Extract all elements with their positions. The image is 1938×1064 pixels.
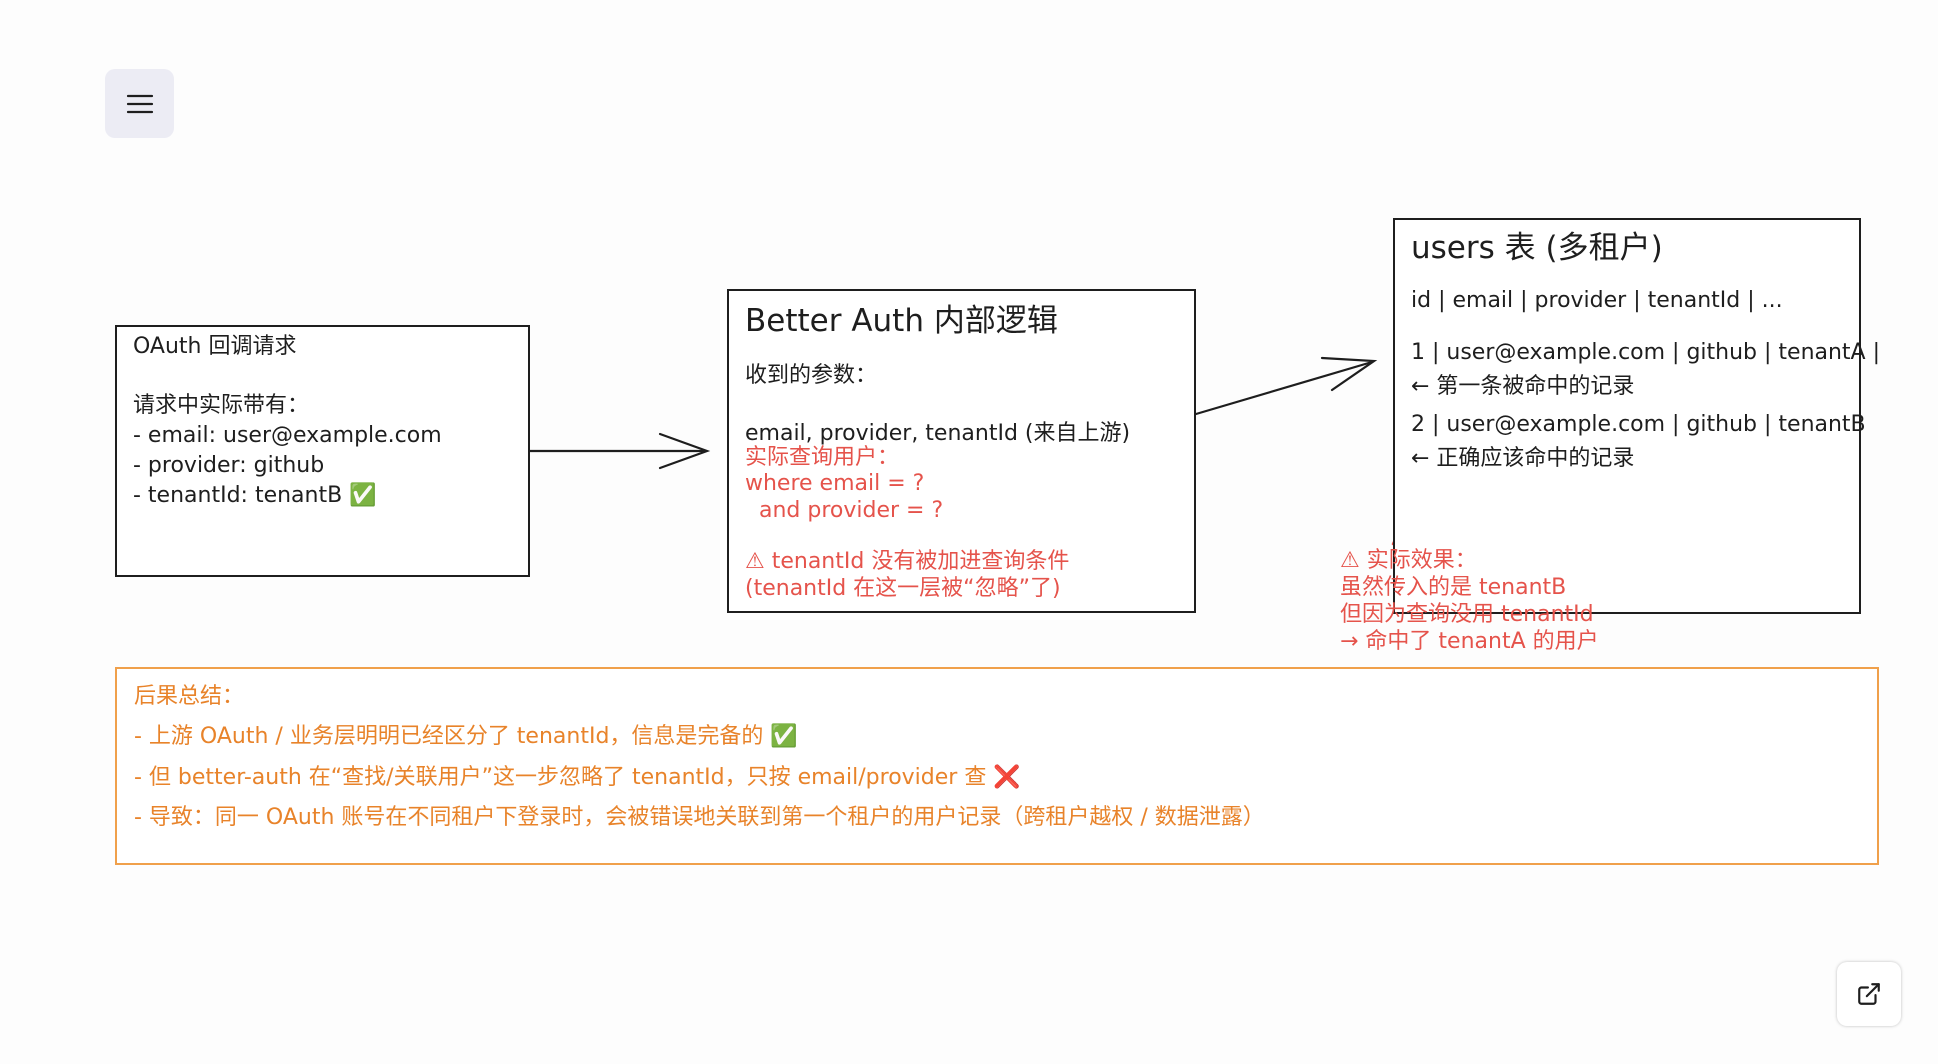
menu-button[interactable]	[105, 69, 174, 138]
effect-note: ⚠ 实际效果： 虽然传入的是 tenantB 但因为查询没用 tenantId …	[1340, 547, 1599, 655]
oauth-box-subtitle: 请求中实际带有：	[133, 393, 310, 418]
oauth-item-tenant: - tenantId: tenantB ✅	[133, 483, 377, 508]
better-auth-title: Better Auth 内部逻辑	[745, 303, 1058, 339]
users-row-1: 1 | user@example.com | github | tenantA …	[1411, 340, 1881, 365]
effect-note-line-4: → 命中了 tenantA 的用户	[1340, 629, 1599, 654]
oauth-item-email: - email: user@example.com	[133, 423, 442, 448]
oauth-item-provider: - provider: github	[133, 453, 325, 478]
better-auth-box: Better Auth 内部逻辑 收到的参数： email, provider,…	[727, 289, 1196, 613]
arrow-oauth-to-betterauth	[528, 432, 711, 470]
query-line-2: and provider = ?	[745, 498, 944, 523]
users-row-2: 2 | user@example.com | github | tenantB	[1411, 412, 1866, 437]
users-table-title: users 表 (多租户)	[1411, 230, 1663, 266]
users-table-box: users 表 (多租户) id | email | provider | te…	[1393, 218, 1880, 614]
users-row-1-note: ← 第一条被命中的记录	[1411, 374, 1635, 399]
summary-line-2: - 但 better-auth 在“查找/关联用户”这一步忽略了 tenantI…	[134, 765, 1021, 790]
arrow-betterauth-to-users	[1194, 356, 1378, 416]
summary-title: 后果总结：	[134, 684, 245, 709]
oauth-box-title: OAuth 回调请求	[133, 334, 297, 359]
summary-line-3: - 导致：同一 OAuth 账号在不同租户下登录时，会被错误地关联到第一个租户的…	[134, 805, 1265, 830]
effect-note-line-3: 但因为查询没用 tenantId	[1340, 602, 1594, 627]
warning-line-2: (tenantId 在这一层被“忽略”了)	[745, 576, 1061, 601]
effect-note-line-1: ⚠ 实际效果：	[1340, 548, 1477, 573]
open-external-button[interactable]	[1837, 962, 1901, 1026]
warning-line-1: ⚠ tenantId 没有被加进查询条件	[745, 549, 1070, 574]
effect-note-line-2: 虽然传入的是 tenantB	[1340, 575, 1567, 600]
received-params: email, provider, tenantId (来自上游)	[745, 421, 1131, 446]
summary-line-1: - 上游 OAuth / 业务层明明已经区分了 tenantId，信息是完备的 …	[134, 724, 798, 749]
oauth-callback-box: OAuth 回调请求 请求中实际带有： - email: user@exampl…	[115, 325, 530, 577]
query-line-1: where email = ?	[745, 471, 925, 496]
received-label: 收到的参数：	[745, 363, 878, 388]
hamburger-menu-icon	[126, 94, 153, 113]
summary-box: 后果总结： - 上游 OAuth / 业务层明明已经区分了 tenantId，信…	[115, 667, 1879, 865]
query-label: 实际查询用户：	[745, 445, 900, 470]
users-row-2-note: ← 正确应该命中的记录	[1411, 446, 1635, 471]
external-link-icon	[1858, 983, 1880, 1005]
users-table-header: id | email | provider | tenantId | ...	[1411, 288, 1783, 313]
